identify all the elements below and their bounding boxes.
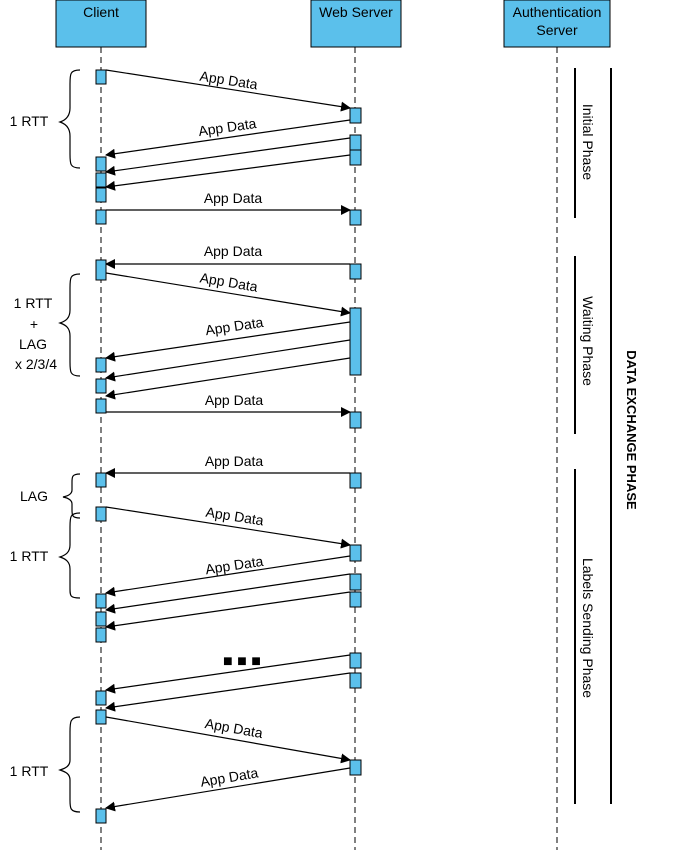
client-activation — [95, 709, 107, 725]
message-label: App Data — [199, 269, 259, 294]
message-arrow — [105, 767, 351, 812]
message-arrow — [105, 137, 351, 176]
actor-auth-server: Authentication Server — [503, 0, 611, 48]
brace-label-rtt: 1 RTT — [10, 763, 49, 779]
phase-label-labels: Labels Sending Phase — [580, 558, 596, 698]
server-activation — [349, 591, 362, 608]
brace-label-rtt: 1 RTT — [10, 548, 49, 564]
actor-auth-server-label-2: Server — [536, 22, 578, 38]
actor-web-server: Web Server — [310, 0, 402, 48]
client-activation — [95, 209, 107, 225]
server-activation — [349, 107, 362, 124]
brace-lag — [62, 473, 81, 519]
client-activation — [95, 611, 107, 627]
server-activation — [349, 411, 362, 429]
client-activation — [95, 69, 107, 85]
message-arrow — [105, 339, 351, 382]
message-arrow — [105, 654, 351, 694]
brace-label-lag: LAG — [19, 336, 47, 352]
server-activation — [349, 307, 362, 376]
message-label: App Data — [205, 504, 265, 529]
brace-initial — [58, 69, 81, 169]
brace-label-plus: + — [30, 316, 38, 332]
message-label: App Data — [205, 392, 264, 408]
message-label: App Data — [204, 314, 264, 338]
message-label: App Data — [204, 243, 263, 259]
message-arrow — [105, 69, 351, 112]
client-activation — [95, 156, 107, 172]
message-arrow — [105, 506, 351, 549]
message-label: App Data — [199, 764, 259, 789]
phase-label-waiting: Waiting Phase — [580, 296, 596, 386]
message-arrow — [105, 154, 351, 191]
phase-label-initial: Initial Phase — [580, 104, 596, 180]
message-arrow — [105, 591, 351, 631]
message-arrow — [105, 357, 351, 400]
client-activation — [95, 357, 107, 373]
server-activation — [349, 472, 362, 489]
client-activation — [95, 627, 107, 643]
message-arrow — [105, 716, 351, 764]
client-activation — [95, 808, 107, 824]
message-ellipsis: ■ ■ ■ — [223, 653, 261, 670]
actor-web-server-label: Web Server — [319, 4, 393, 20]
server-activation — [349, 209, 362, 226]
server-activation — [349, 149, 362, 166]
brace-label-rtt: 1 RTT — [14, 295, 53, 311]
message-arrow — [105, 573, 351, 614]
brace-label-lag: LAG — [20, 488, 48, 504]
server-activation — [349, 759, 362, 776]
client-activation — [95, 506, 107, 522]
actor-auth-server-label-1: Authentication — [513, 4, 602, 20]
server-activation — [349, 573, 362, 591]
server-activation — [349, 652, 362, 669]
actor-client: Client — [55, 0, 147, 48]
message-arrow — [105, 672, 351, 712]
client-activation — [95, 172, 107, 188]
message-label: App Data — [204, 715, 264, 741]
brace-label-rtt: 1 RTT — [10, 113, 49, 129]
actor-client-label: Client — [83, 4, 119, 20]
server-activation — [349, 544, 362, 562]
client-activation — [95, 472, 107, 488]
server-activation — [349, 134, 362, 151]
client-activation — [95, 690, 107, 706]
server-activation — [349, 263, 362, 280]
phase-label-data-exchange: DATA EXCHANGE PHASE — [624, 350, 639, 510]
message-label: App Data — [197, 115, 257, 139]
brace-rtt3 — [58, 512, 81, 599]
server-activation — [349, 672, 362, 689]
message-arrow — [105, 555, 351, 597]
brace-rtt4 — [58, 716, 81, 813]
message-arrow — [105, 119, 351, 159]
client-activation — [95, 593, 107, 609]
client-activation — [95, 259, 107, 281]
brace-waiting — [58, 273, 81, 377]
client-activation — [95, 378, 107, 394]
message-label: App Data — [205, 453, 264, 469]
client-activation — [95, 398, 107, 414]
brace-label-multiplier: x 2/3/4 — [15, 356, 57, 372]
client-activation — [95, 187, 107, 203]
message-arrow — [105, 272, 351, 317]
message-arrow — [105, 321, 351, 362]
message-label: App Data — [204, 190, 263, 206]
